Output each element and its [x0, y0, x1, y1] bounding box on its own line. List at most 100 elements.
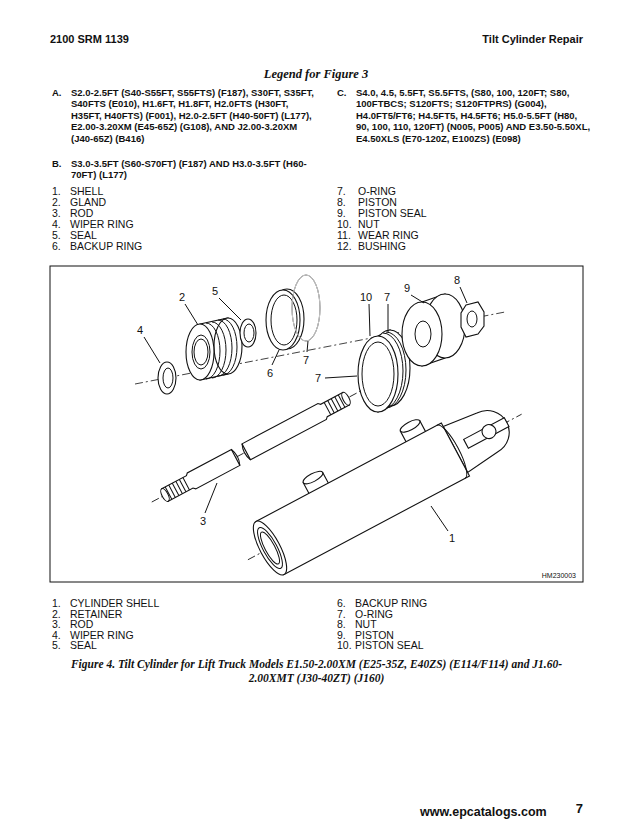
- leader-lines-part: [307, 341, 308, 352]
- item-number: 4.: [52, 629, 61, 641]
- cylinder-shell-part: [464, 418, 509, 448]
- part-name: NUT: [355, 618, 377, 630]
- gland-part: [192, 335, 210, 369]
- callout-number: 10: [359, 291, 373, 304]
- rod-part: [242, 391, 350, 460]
- o-ring-part: [292, 275, 320, 341]
- gland: [186, 318, 242, 380]
- callout-number: 3: [199, 515, 207, 528]
- part-name: SEAL: [70, 639, 97, 651]
- leader-lines-part: [411, 295, 424, 303]
- leader-lines-part: [388, 304, 389, 332]
- legend-key: B.: [52, 158, 62, 169]
- callout-number: 9: [403, 282, 411, 295]
- cylinder-shell-part: [256, 423, 470, 575]
- rod-part: [161, 449, 240, 502]
- callout-number: 6: [266, 367, 274, 380]
- wiper-ring-part: [163, 368, 173, 388]
- nut: [461, 302, 484, 337]
- part-name: O-RING: [355, 608, 393, 620]
- model-list: S4.0, 4.5, 5.5FT, S5.5FTS, (S80, 100, 12…: [356, 87, 591, 144]
- legend-key: A.: [52, 87, 62, 98]
- callout-number: 2: [178, 291, 186, 304]
- rod-part: [324, 395, 345, 415]
- item-number: 9.: [337, 207, 346, 219]
- cylinder-shell: [226, 374, 535, 587]
- item-number: 3.: [52, 618, 61, 630]
- part-name: PISTON SEAL: [358, 207, 427, 219]
- item-number: 8.: [337, 618, 346, 630]
- rod-part: [340, 391, 352, 406]
- leader-lines-part: [325, 376, 357, 378]
- part-name: GLAND: [70, 196, 106, 208]
- item-number: 1.: [52, 185, 61, 197]
- nut-part: [461, 302, 484, 337]
- part-name: CYLINDER SHELL: [70, 597, 159, 609]
- leader-lines-part: [219, 298, 241, 320]
- gland-part: [186, 324, 214, 380]
- item-number: 7.: [337, 185, 346, 197]
- part-name: NUT: [358, 218, 380, 230]
- item-number: 5.: [52, 229, 61, 241]
- part-name: O-RING: [358, 185, 396, 197]
- item-number: 4.: [52, 218, 61, 230]
- o-ring: [292, 275, 320, 341]
- part-name: RETAINER: [70, 608, 122, 620]
- callout-number: 7: [302, 354, 310, 367]
- figure-frame: [50, 266, 583, 582]
- item-number: 2.: [52, 608, 61, 620]
- rod-part: [159, 487, 171, 502]
- cylinder-shell-part: [247, 517, 293, 579]
- piston-part: [415, 321, 431, 347]
- drawing-number: HM230003: [542, 572, 576, 580]
- leader-lines-part: [205, 483, 217, 513]
- leader-lines-part: [460, 287, 467, 303]
- part-name: BACKUP RING: [70, 240, 142, 252]
- item-number: 1.: [52, 597, 61, 609]
- item-number: 3.: [52, 207, 61, 219]
- page-number: 7: [576, 802, 583, 817]
- legend-key: C.: [337, 87, 347, 98]
- model-list: S3.0-3.5FT (S60-S70FT) (F187) AND H3.0-3…: [71, 158, 321, 181]
- cylinder-shell-part: [253, 524, 287, 571]
- leader-lines-part: [272, 350, 279, 365]
- leader-lines-part: [185, 304, 198, 325]
- seal: [240, 319, 256, 347]
- legend-heading: Legend for Figure 3: [264, 67, 369, 81]
- callout-number: 7: [314, 372, 322, 385]
- item-number: 10.: [337, 218, 352, 230]
- piston-part: [402, 302, 442, 366]
- cylinder-shell-part: [480, 422, 499, 441]
- item-number: 10.: [337, 639, 352, 651]
- cylinder-shell-part: [301, 469, 324, 486]
- section-title: Tilt Cylinder Repair: [482, 33, 583, 46]
- callout-number: 1: [448, 532, 456, 545]
- item-number: 12.: [337, 240, 352, 252]
- cylinder-shell-part: [399, 417, 422, 434]
- seal-part: [244, 324, 254, 342]
- backup-ring-part: [266, 290, 300, 350]
- part-name: BUSHING: [358, 240, 406, 252]
- gland-part: [194, 339, 208, 365]
- rod-part: [231, 444, 250, 466]
- item-number: 5.: [52, 639, 61, 651]
- leader-lines-part: [431, 506, 448, 531]
- callout-number: 7: [383, 291, 391, 304]
- item-number: 7.: [337, 608, 346, 620]
- leader-lines: [144, 287, 467, 531]
- seal-part: [240, 319, 256, 347]
- backup-ring: [266, 289, 304, 350]
- callout-number: 4: [136, 324, 144, 337]
- piston: [402, 294, 465, 366]
- part-name: SEAL: [70, 229, 97, 241]
- part-name: PISTON SEAL: [355, 639, 424, 651]
- item-number: 11.: [337, 229, 351, 241]
- item-number: 6.: [337, 597, 346, 609]
- item-number: 6.: [52, 240, 61, 252]
- part-name: WEAR RING: [358, 229, 419, 241]
- piston-seal-part: [362, 342, 394, 406]
- item-number: 9.: [337, 629, 346, 641]
- part-name: WIPER RING: [70, 218, 134, 230]
- part-name: BACKUP RING: [355, 597, 427, 609]
